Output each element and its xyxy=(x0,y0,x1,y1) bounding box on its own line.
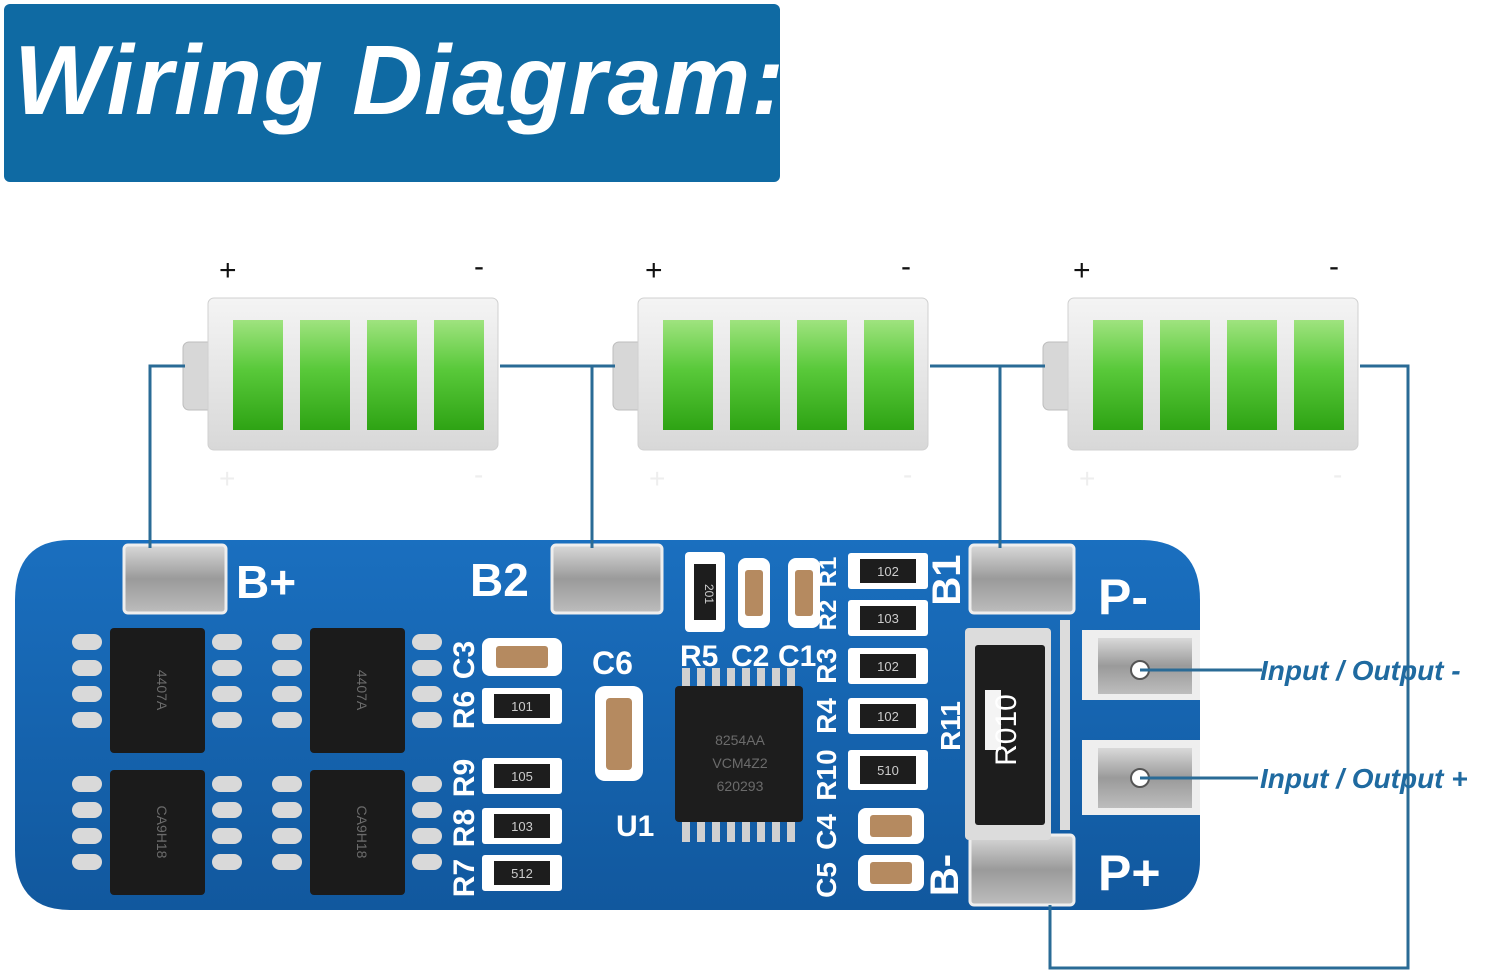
pad-b-plus xyxy=(122,543,228,615)
mosfet-pins xyxy=(72,634,442,870)
battery-1-minus: - xyxy=(474,250,484,283)
battery-2-plus-reflection: + xyxy=(649,463,665,494)
battery-1-plus: + xyxy=(219,254,237,287)
label-b2: B2 xyxy=(470,554,529,606)
svg-text:102: 102 xyxy=(877,564,899,579)
label-b-minus: B- xyxy=(923,854,967,896)
label-r11: R11 xyxy=(935,701,966,751)
svg-text:510: 510 xyxy=(877,763,899,778)
ic-u1: 8254AA VCM4Z2 620293 xyxy=(675,668,803,842)
svg-text:103: 103 xyxy=(511,819,533,834)
pad-b2 xyxy=(550,543,664,615)
svg-text:620293: 620293 xyxy=(717,778,764,794)
mosfet-1: 4407A xyxy=(110,628,205,753)
battery-3-plus: + xyxy=(1073,254,1091,287)
resistor-column-left: 101 105 103 512 xyxy=(482,638,562,891)
wire-b-minus-loop xyxy=(1048,364,1410,970)
label-c4: C4 xyxy=(811,814,842,850)
label-r4: R4 xyxy=(811,698,842,734)
label-c2: C2 xyxy=(731,640,769,673)
label-r8: R8 xyxy=(448,809,481,847)
battery-3-plus-reflection: + xyxy=(1079,463,1095,494)
label-r10: R10 xyxy=(811,749,842,800)
pad-b1 xyxy=(968,543,1076,615)
battery-3-minus: - xyxy=(1329,250,1339,283)
battery-2-plus: + xyxy=(645,254,663,287)
svg-text:8254AA: 8254AA xyxy=(715,732,765,748)
page-title: Wiring Diagram: xyxy=(14,25,785,135)
wire-b2-left xyxy=(500,364,594,548)
battery-1-plus-reflection: + xyxy=(219,463,235,494)
label-b1: B1 xyxy=(925,554,969,605)
svg-text:101: 101 xyxy=(511,699,533,714)
resistor-column: 102 103 102 102 510 xyxy=(848,553,928,891)
label-r7: R7 xyxy=(448,859,481,897)
mosfet-3: CA9H18 xyxy=(110,770,205,895)
label-c3: C3 xyxy=(448,641,481,679)
title-banner: Wiring Diagram: xyxy=(4,4,784,182)
label-u1: U1 xyxy=(616,810,654,843)
label-r6: R6 xyxy=(448,691,481,729)
label-r5: R5 xyxy=(680,640,718,673)
battery-1: + - + - xyxy=(182,250,499,494)
battery-3: + - + - xyxy=(1042,250,1359,494)
label-r3: R3 xyxy=(811,648,842,684)
label-r1: R1 xyxy=(815,557,842,588)
svg-text:CA9H18: CA9H18 xyxy=(354,806,370,859)
mosfet-4: CA9H18 xyxy=(310,770,405,895)
pad-b-minus xyxy=(968,833,1076,907)
svg-text:4407A: 4407A xyxy=(154,670,170,711)
svg-text:512: 512 xyxy=(511,866,533,881)
wire-b-plus xyxy=(148,364,185,548)
label-b-plus: B+ xyxy=(236,556,296,608)
battery-2-minus: - xyxy=(901,250,911,283)
svg-text:102: 102 xyxy=(877,659,899,674)
battery-2: + - + - xyxy=(612,250,929,494)
protection-board: R010 4407A 4407A CA9H18 CA9H18 xyxy=(15,540,1200,910)
wire-b1-left xyxy=(930,364,1002,548)
label-r2: R2 xyxy=(815,600,842,631)
svg-text:103: 103 xyxy=(877,611,899,626)
label-p-minus: P- xyxy=(1098,569,1148,625)
label-r9: R9 xyxy=(448,759,481,797)
shunt-marking: R010 xyxy=(990,694,1023,766)
mosfet-2: 4407A xyxy=(310,628,405,753)
battery-1-minus-reflection: - xyxy=(474,459,483,490)
svg-text:4407A: 4407A xyxy=(354,670,370,711)
label-c5: C5 xyxy=(811,862,842,898)
label-c6: C6 xyxy=(592,645,633,681)
svg-text:102: 102 xyxy=(877,709,899,724)
svg-text:201: 201 xyxy=(702,584,716,604)
battery-3-minus-reflection: - xyxy=(1333,459,1342,490)
battery-2-minus-reflection: - xyxy=(903,459,912,490)
io-minus-label: Input / Output - xyxy=(1260,655,1461,686)
svg-text:CA9H18: CA9H18 xyxy=(154,806,170,859)
svg-text:105: 105 xyxy=(511,769,533,784)
wires xyxy=(148,364,1410,970)
label-p-plus: P+ xyxy=(1098,845,1161,901)
io-plus-label: Input / Output + xyxy=(1260,763,1468,794)
label-c1: C1 xyxy=(778,640,816,673)
svg-text:VCM4Z2: VCM4Z2 xyxy=(712,755,767,771)
